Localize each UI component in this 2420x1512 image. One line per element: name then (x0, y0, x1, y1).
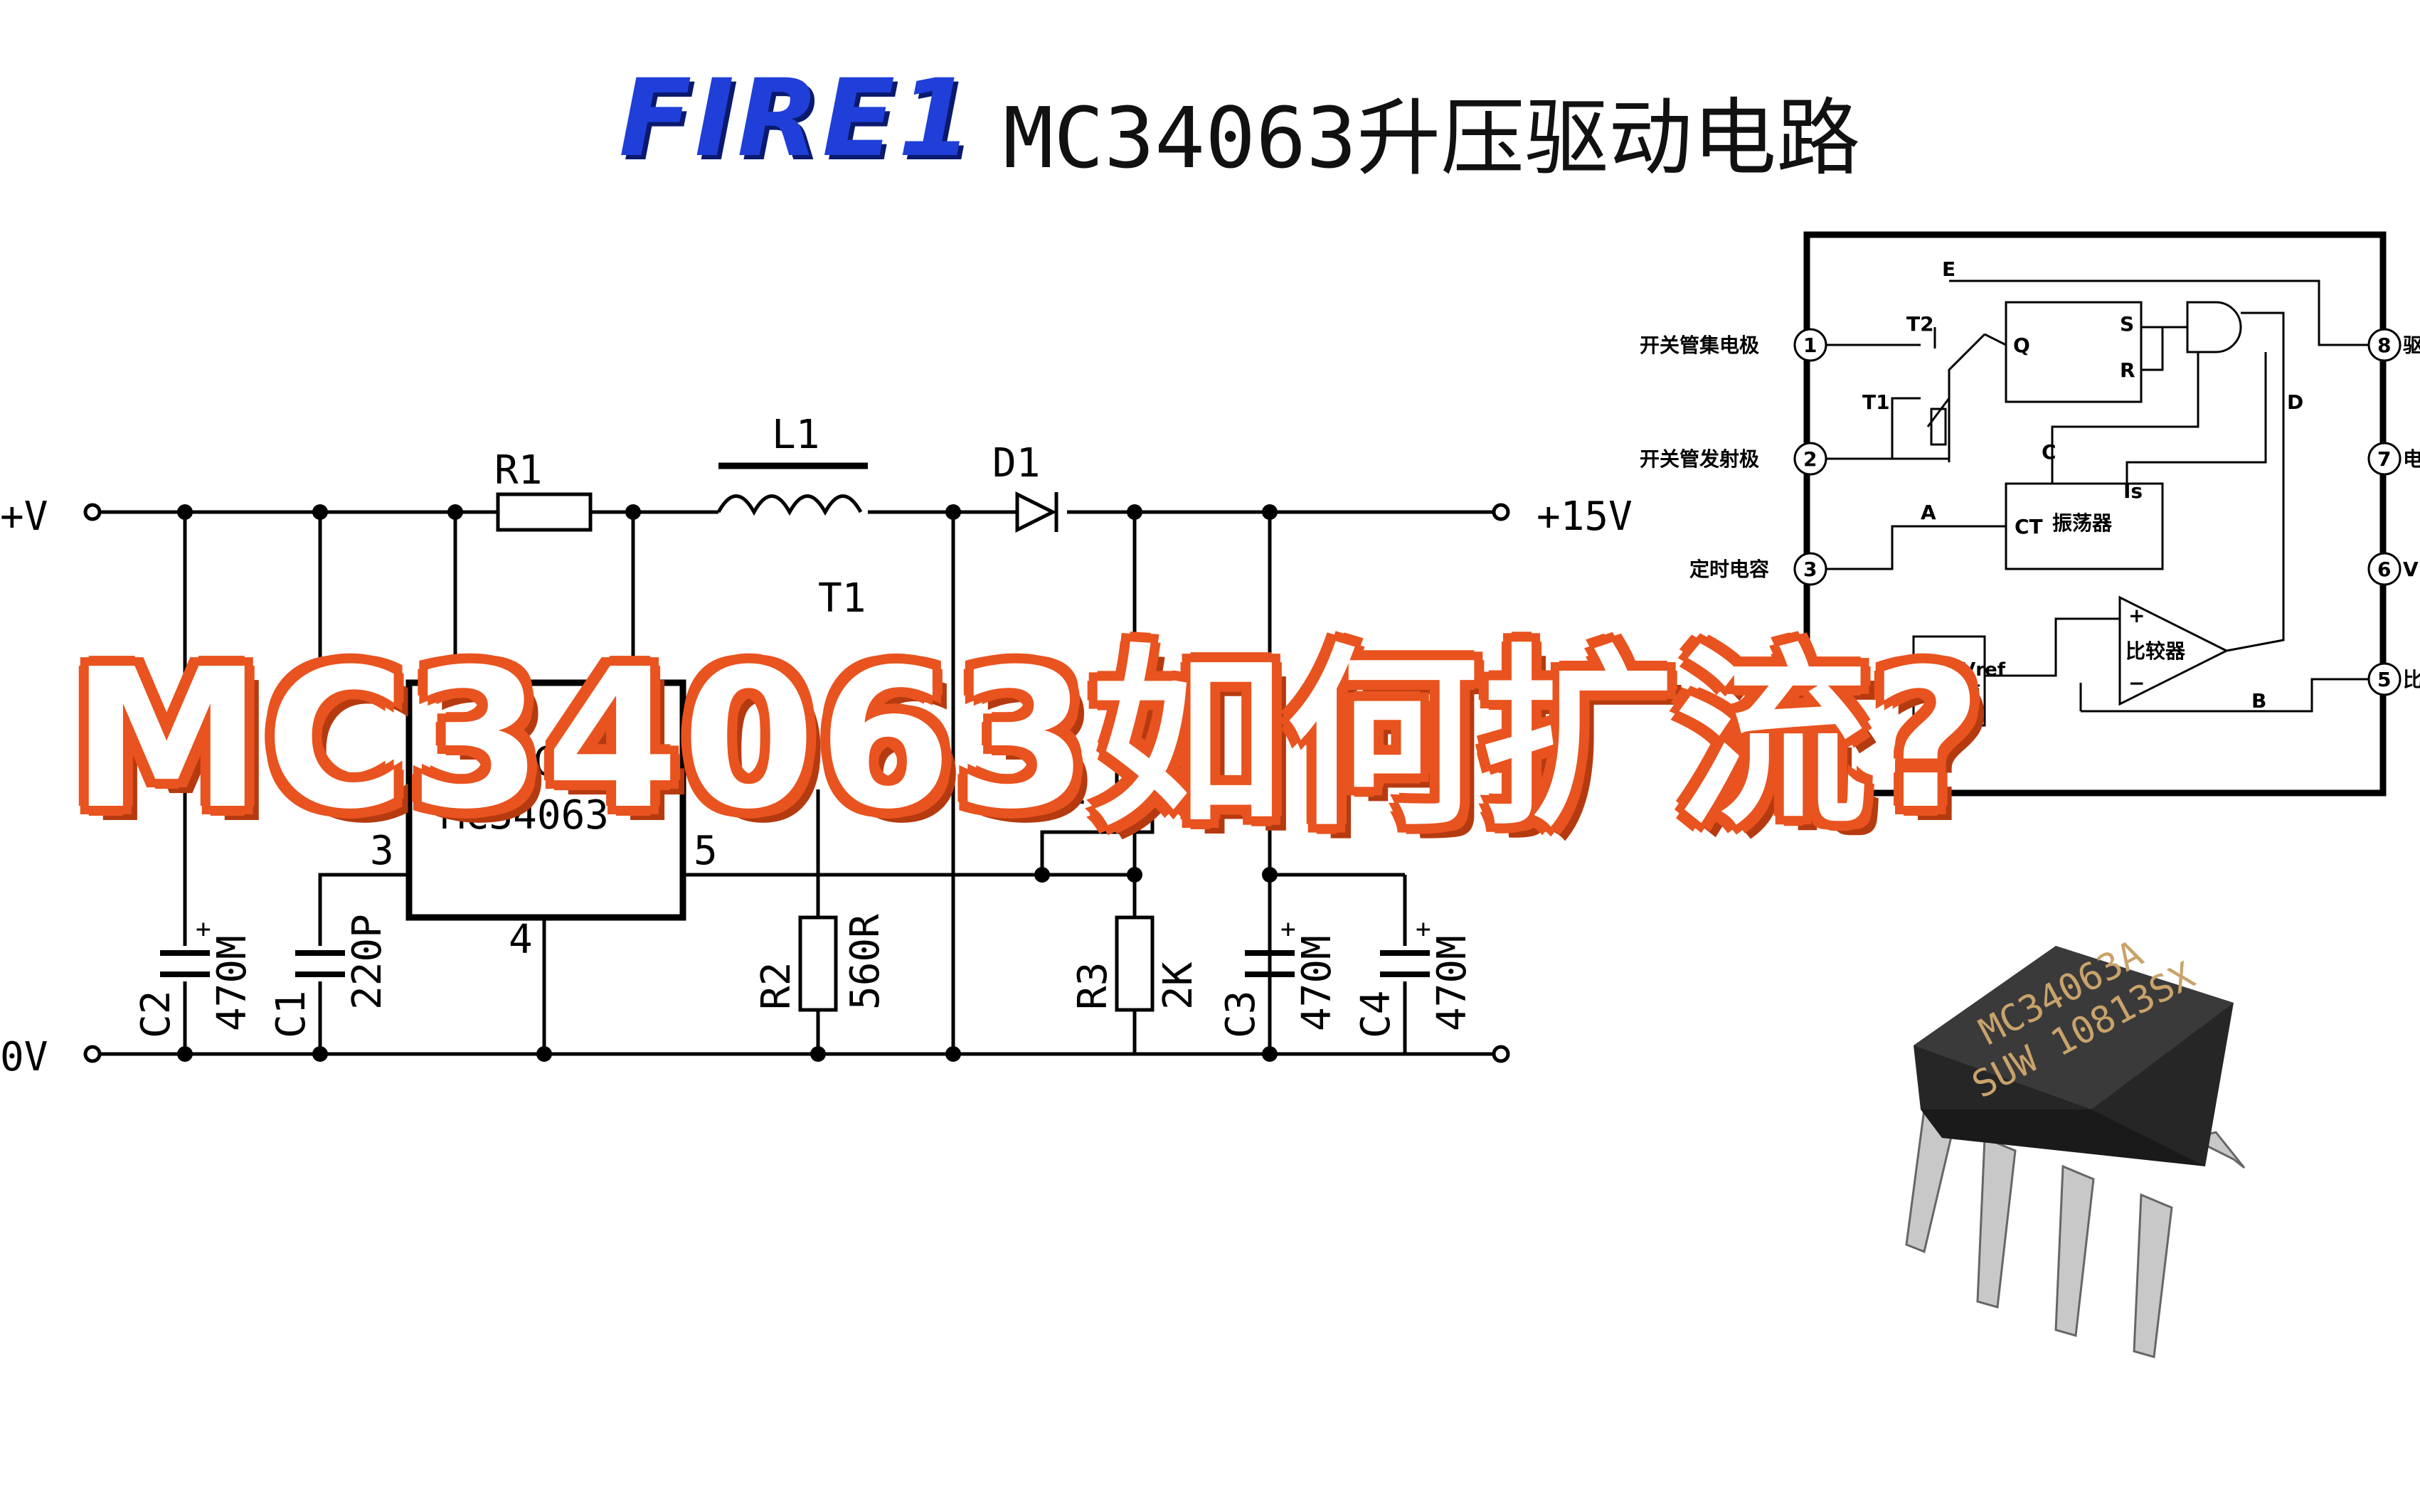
label-ic1: IC1 (509, 739, 580, 785)
r3-resistor (1115, 915, 1155, 1012)
block-a: A (1921, 501, 1936, 524)
block-pin8-label: 驱 (2403, 334, 2420, 357)
page-title: MC34063升压驱动电路 (1003, 89, 1861, 187)
c3-plus-sign: + (1280, 915, 1296, 944)
r1-resistor (496, 492, 593, 532)
block-osc: 振荡器 (2052, 511, 2113, 535)
label-r3-val: 2K (1155, 962, 1201, 1010)
label-c4-val: 470M (1429, 935, 1475, 1031)
block-pin2-num: 2 (1803, 447, 1817, 471)
label-plus-v: +V (0, 494, 48, 540)
block-pin5-label: 比 (2403, 668, 2420, 691)
mc34063-block-diagram (1803, 231, 2387, 797)
label-p1: P1 (1039, 767, 1086, 814)
block-plus: + (2128, 604, 2145, 627)
r2-resistor (798, 915, 838, 1012)
block-q: Q (2013, 334, 2030, 357)
block-minus: − (2128, 671, 2145, 695)
label-r1: R1 (494, 447, 542, 494)
block-t1: T1 (1862, 390, 1890, 414)
label-c3-val: 470M (1294, 935, 1340, 1031)
label-d1: D1 (992, 440, 1040, 486)
label-c2-val: 470M (209, 935, 255, 1031)
block-e: E (1942, 257, 1955, 281)
block-pin6-label: V (2403, 558, 2419, 581)
block-pin6-num: 6 (2377, 558, 2391, 581)
block-cmp: 比较器 (2126, 639, 2186, 663)
mc34063-chip-image: MC34063A SUW 10813SX (1905, 932, 2246, 1358)
d1-diode (1015, 491, 1057, 533)
label-c1-val: 220P (344, 914, 391, 1010)
block-d: D (2287, 390, 2303, 414)
label-c4: C4 (1353, 991, 1399, 1038)
block-pin5-num: 5 (2377, 668, 2391, 691)
block-pin7-label: 电 (2403, 447, 2420, 471)
c2-plus-sign: + (196, 915, 211, 944)
c4-plus-sign: + (1416, 915, 1431, 944)
label-ic-name: MC34063 (441, 792, 609, 838)
overlay-headline: MC34063如何扩流? (71, 627, 1985, 851)
l1-inductor (716, 494, 863, 516)
block-pin8-num: 8 (2377, 334, 2391, 357)
label-r2-val: 560R (842, 914, 888, 1010)
label-c1: C1 (268, 991, 314, 1038)
label-output: +15V (1537, 494, 1633, 540)
label-l1: L1 (772, 412, 819, 458)
fire1-logo: FIRE1 (619, 57, 975, 181)
block-pin2-label: 开关管发射极 (1640, 447, 1759, 471)
block-t2: T2 (1906, 312, 1934, 336)
block-osc-ct: CT (2015, 515, 2043, 538)
block-pin3-label: 定时电容 (1689, 558, 1769, 581)
block-pin7-num: 7 (2377, 447, 2391, 471)
block-ref: 参考源 (1921, 682, 1980, 706)
block-is: Is (2123, 479, 2143, 503)
label-r2: R2 (753, 962, 800, 1010)
label-zero-v: 0V (0, 1034, 48, 1080)
label-pin5: 5 (694, 828, 718, 874)
block-pin1-label: 开关管集电极 (1640, 334, 1759, 357)
block-ref-v: 1.25Vref (1916, 659, 2006, 681)
block-pin3-num: 3 (1803, 558, 1817, 581)
label-t1: T1 (818, 575, 866, 622)
label-pin3: 3 (370, 828, 394, 874)
block-pin1-num: 1 (1803, 334, 1817, 357)
block-b: B (2251, 689, 2266, 713)
block-r: R (2120, 358, 2135, 382)
block-s: S (2120, 312, 2134, 336)
label-pin4: 4 (509, 917, 533, 963)
block-c: C (2042, 440, 2057, 464)
label-c3: C3 (1218, 991, 1264, 1038)
header: FIRE1 MC34063升压驱动电路 (0, 43, 2420, 187)
label-c2: C2 (133, 991, 179, 1038)
label-r3: R3 (1070, 962, 1116, 1010)
